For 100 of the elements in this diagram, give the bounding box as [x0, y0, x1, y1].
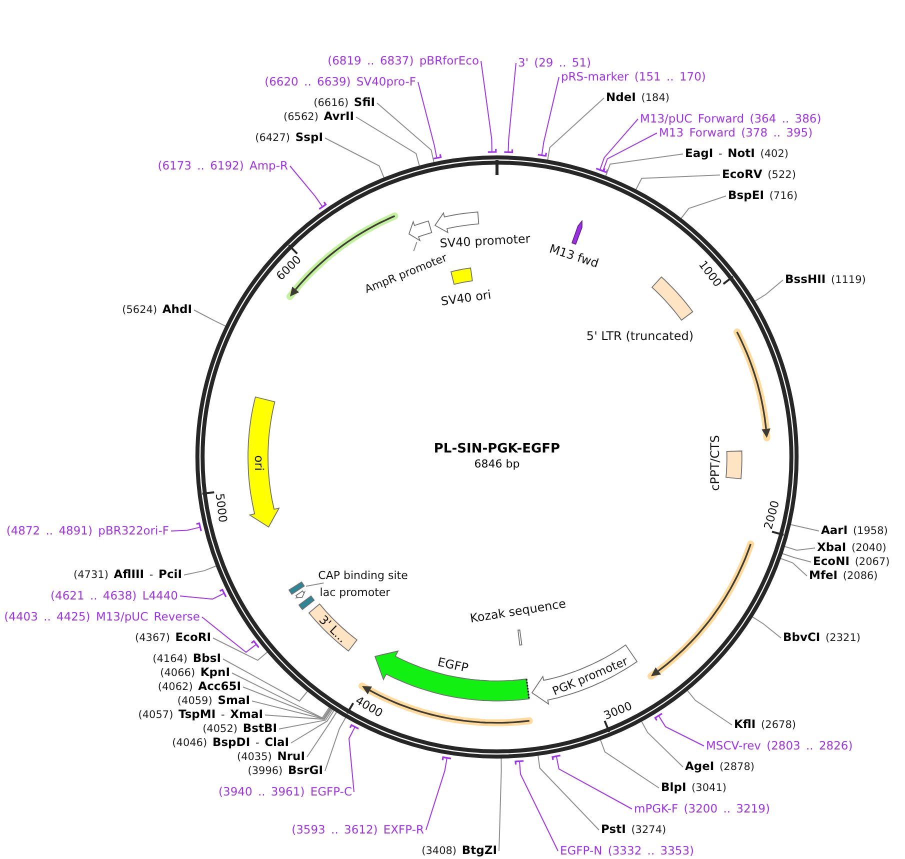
leader-line	[754, 280, 784, 302]
primer-label: pRS-marker (151 .. 170)	[561, 70, 706, 84]
enzyme-site-label: (4066) KpnI	[160, 666, 230, 680]
leader-line	[498, 758, 502, 852]
leader-line	[514, 760, 558, 852]
leader-line	[232, 672, 330, 719]
primer-label: EGFP-N (3332 .. 3353)	[560, 844, 694, 858]
enzyme-site-label: (3408) BtgZI	[422, 844, 497, 858]
plasmid-size: 6846 bp	[474, 458, 520, 472]
position-label: 2000	[762, 499, 782, 531]
enzyme-site-label: EcoRV (522)	[722, 168, 796, 182]
enzyme-site-label: PstI (3274)	[601, 823, 666, 837]
leader-line	[640, 720, 684, 768]
leader-line	[348, 724, 360, 792]
ltr-box	[650, 275, 696, 322]
enzyme-site-label: (4367) EcoRI	[135, 631, 211, 645]
leader-line	[595, 118, 638, 172]
position-label: 4000	[353, 694, 386, 720]
enzyme-site-label: XbaI (2040)	[817, 541, 886, 555]
leader-line	[222, 658, 308, 702]
position-label: 3000	[602, 699, 634, 722]
leader-line	[376, 102, 434, 164]
primer-label: (6819 .. 6837) pBRforEco	[328, 54, 479, 68]
primer-label: mPGK-F (3200 .. 3219)	[634, 802, 770, 816]
enzyme-site-label: (4046) BspDI - ClaI	[172, 736, 289, 750]
leader-line	[252, 700, 332, 720]
enzyme-site-label: BssHII (1119)	[785, 273, 866, 287]
sequence-mark	[516, 628, 524, 647]
primer-label: (4621 .. 4638) L4440	[50, 590, 178, 602]
feature-label: 5' LTR (truncated)	[586, 329, 694, 343]
leader-line	[413, 242, 418, 252]
feature-label: Kozak sequence	[469, 596, 567, 626]
enzyme-site-label: BlpI (3041)	[661, 781, 726, 795]
leader-line	[212, 638, 268, 661]
leader-line	[686, 690, 732, 726]
enzyme-site-label: EagI - NotI (402)	[685, 147, 788, 161]
leader-line	[170, 522, 202, 532]
position-label: 5000	[212, 492, 229, 524]
feature-label: cPPT/CTS	[708, 435, 722, 491]
enzyme-site-label: AarI (1958)	[821, 524, 888, 538]
primer-label: (4872 .. 4891) pBR322ori-F	[6, 524, 169, 538]
leader-line	[306, 582, 324, 587]
primer-label: 3' (29 .. 51)	[518, 56, 591, 70]
promoter-block	[432, 210, 481, 234]
feature-label: lac promoter	[320, 586, 390, 600]
enzyme-site-label: (4062) Acc65I	[158, 680, 241, 694]
leader-line	[784, 546, 816, 551]
promoter-block	[294, 588, 306, 600]
leader-line	[752, 616, 782, 638]
leader-line	[598, 132, 658, 174]
leader-line	[306, 711, 338, 758]
leader-line	[184, 565, 217, 576]
leader-line	[552, 754, 632, 810]
feature-label: SV40 ori	[440, 288, 492, 308]
enzyme-site-label: (4052) BstBI	[202, 722, 277, 736]
enzyme-site-label: EcoNI (2067)	[813, 555, 890, 569]
leader-line	[180, 588, 227, 600]
origin-box	[448, 266, 474, 286]
primer-label: (4403 .. 4425) M13/pUC Reverse	[4, 610, 200, 624]
leader-line	[356, 116, 420, 167]
primer-label: M13/pUC Forward (364 .. 386)	[640, 112, 822, 126]
feature-label: M13 fwd	[548, 241, 600, 271]
enzyme-site-label: AgeI (2878)	[685, 760, 754, 774]
binding-site-box	[286, 580, 306, 596]
enzyme-site-label: BbvCI (2321)	[783, 631, 860, 645]
leader-line	[680, 196, 726, 220]
leader-line	[290, 166, 327, 210]
leader-line	[278, 708, 334, 730]
enzyme-site-label: BspEI (716)	[728, 189, 798, 203]
enzyme-site-label: (4057) TspMI - XmaI	[138, 708, 263, 722]
enzyme-site-label: (4164) BbsI	[152, 652, 221, 666]
leader-line	[242, 686, 331, 720]
leader-line	[202, 616, 260, 653]
leader-line	[547, 98, 604, 161]
enzyme-site-label: NdeI (184)	[606, 91, 670, 105]
leader-line	[600, 739, 660, 788]
feature-box	[724, 448, 744, 480]
leader-line	[635, 174, 720, 190]
leader-line	[418, 82, 442, 160]
leader-line	[538, 754, 600, 830]
primer-label: (6173 .. 6192) Amp-R	[158, 160, 288, 172]
leader-line	[480, 60, 497, 153]
primer-label: MSCV-rev (2803 .. 2826)	[706, 740, 853, 752]
enzyme-site-label: (5624) AhdI	[122, 303, 192, 317]
leader-line	[290, 710, 335, 744]
leader-line	[264, 708, 332, 720]
enzyme-site-label: (4059) SmaI	[177, 694, 250, 708]
orf-track	[357, 681, 534, 728]
leader-line	[782, 553, 812, 562]
feature-label: EGFP	[436, 654, 470, 676]
leader-line	[324, 138, 385, 178]
leader-line	[194, 310, 226, 327]
feature-label: SV40 promoter	[439, 232, 531, 250]
leader-line	[605, 154, 684, 177]
leader-line	[780, 558, 808, 576]
feature-label: CAP binding site	[318, 569, 408, 583]
primer-label: M13 Forward (378 .. 395)	[659, 126, 813, 140]
leader-line	[324, 716, 346, 772]
leader-line	[790, 524, 820, 532]
promoter-block	[407, 218, 434, 242]
